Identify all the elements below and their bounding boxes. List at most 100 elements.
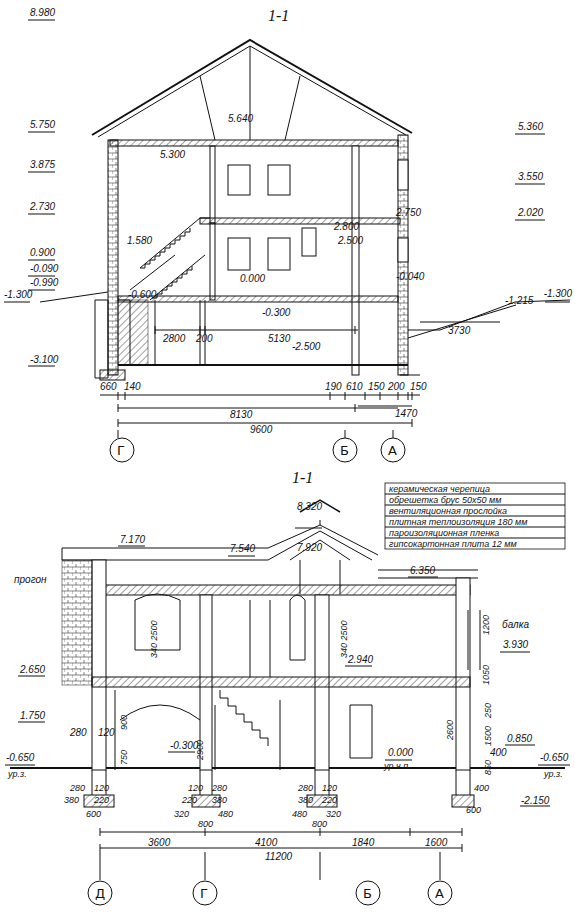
dimension: 150 xyxy=(368,382,385,392)
dimension: 120 xyxy=(98,728,115,738)
elevation-mark: 7.170 xyxy=(120,535,145,545)
dimension: 3600 xyxy=(148,838,170,848)
note-text: плитная теплоизоляция 180 мм xyxy=(389,518,527,527)
dimension: 900 xyxy=(120,715,129,730)
elevation-mark: 7.540 xyxy=(230,544,255,554)
dimension: 1470 xyxy=(395,409,417,419)
axis-letter: А xyxy=(435,887,444,900)
elevation-mark: 5.750 xyxy=(30,120,55,130)
dimension: 190 xyxy=(325,382,342,392)
elevation-mark: 2.750 xyxy=(396,208,421,218)
elevation-mark: -0.300 xyxy=(262,308,290,318)
elevation-mark: 5.300 xyxy=(160,150,185,160)
elevation-mark: -0.990 xyxy=(30,278,58,288)
dimension: 600 xyxy=(86,810,101,819)
dimension: 1200 xyxy=(482,615,491,635)
dimension: 120 xyxy=(188,784,203,793)
elevation-mark: 2.940 xyxy=(348,655,373,665)
note-text: вентиляционная прослойка xyxy=(389,507,507,516)
note-text: гипсокартонная плита 12 мм xyxy=(389,540,517,549)
dimension: 200 xyxy=(388,382,405,392)
dimension: 850 xyxy=(484,760,493,775)
note-text: прогон xyxy=(14,575,47,585)
dimension: 1600 xyxy=(425,838,447,848)
dimension: 200 xyxy=(196,334,213,344)
dimension: 800 xyxy=(198,820,213,829)
dimension: 8130 xyxy=(230,410,252,420)
dimension: 1050 xyxy=(482,665,491,685)
elevation-mark: -1.215 xyxy=(505,296,533,306)
dimension: 120 xyxy=(322,784,337,793)
dimension: 400 xyxy=(474,784,489,793)
dimension: 220 xyxy=(94,796,109,805)
elevation-mark: 3.930 xyxy=(503,640,528,650)
elevation-mark: -0.300 xyxy=(170,741,198,751)
dimension: 800 xyxy=(312,820,327,829)
dimension: 660 xyxy=(100,382,117,392)
elevation-mark: 2.650 xyxy=(20,665,45,675)
dimension: 2600 xyxy=(446,720,455,740)
dimension: 750 xyxy=(120,750,129,765)
elevation-mark: 1.750 xyxy=(20,711,45,721)
dimension: 3730 xyxy=(448,326,470,336)
dimension: 250 xyxy=(484,703,493,718)
dimension: 11200 xyxy=(265,852,292,862)
dimension: 280 xyxy=(212,784,227,793)
elevation-mark: 0.000 xyxy=(388,748,413,758)
dimension: 280 xyxy=(298,784,313,793)
dimension: 1-1 xyxy=(268,8,289,24)
elevation-mark: 7.920 xyxy=(297,543,322,553)
elevation-mark: 2.730 xyxy=(30,202,55,212)
dimension: 5130 xyxy=(268,334,290,344)
note-text: ур.з. xyxy=(544,770,563,779)
note-text: обрешетка брус 50х50 мм xyxy=(389,496,501,505)
elevation-mark: -1.300 xyxy=(544,289,572,299)
elevation-mark: 1.580 xyxy=(127,236,152,246)
axis-letter: Д xyxy=(95,887,105,900)
elevation-mark: -0.600 xyxy=(128,290,156,300)
dimension: 380 xyxy=(64,796,79,805)
elevation-mark: 2.500 xyxy=(338,236,363,246)
elevation-mark: -0.650 xyxy=(6,753,34,763)
elevation-mark: -3.100 xyxy=(30,355,58,365)
dimension: 1-1 xyxy=(292,470,313,486)
elevation-mark: -2.150 xyxy=(521,796,549,806)
dimension: 2800 xyxy=(163,334,185,344)
elevation-mark: 6.350 xyxy=(410,566,435,576)
elevation-mark: 0.900 xyxy=(30,248,55,258)
elevation-mark: -2.500 xyxy=(292,342,320,352)
elevation-mark: -0.090 xyxy=(30,264,58,274)
dimension: 400 xyxy=(490,748,507,758)
dimension: 150 xyxy=(410,382,427,392)
elevation-mark: 2.800 xyxy=(334,222,359,232)
note-text: балка xyxy=(502,620,529,630)
elevation-mark: 5.640 xyxy=(228,114,253,124)
dimension: 320 xyxy=(174,810,189,819)
dimension: 1500 xyxy=(484,726,493,746)
elevation-mark: -0.040 xyxy=(396,272,424,282)
axis-letter: Г xyxy=(117,444,125,457)
elevation-mark: 5.360 xyxy=(518,122,543,132)
dimension: 1840 xyxy=(352,838,374,848)
note-text: ур.ч.п. xyxy=(384,762,411,771)
axis-letter: А xyxy=(388,444,397,457)
elevation-mark: 8.980 xyxy=(30,8,55,18)
dimension: 340 2500 xyxy=(340,620,349,658)
dimension: 480 xyxy=(292,810,307,819)
dimension: 320 xyxy=(326,810,341,819)
dimension: 280 xyxy=(70,728,87,738)
dimension: 610 xyxy=(346,382,363,392)
dimension: 380 xyxy=(298,796,313,805)
dimension: 220 xyxy=(182,796,197,805)
note-text: керамическая черепица xyxy=(389,485,490,494)
dimension: 220 xyxy=(322,796,337,805)
elevation-mark: -1.300 xyxy=(4,290,32,300)
elevation-mark: 0.000 xyxy=(240,274,265,284)
dimension: 600 xyxy=(466,806,481,815)
dimension: 340 2500 xyxy=(150,620,159,658)
elevation-mark: 2.020 xyxy=(518,208,543,218)
elevation-mark: 8.320 xyxy=(297,502,322,512)
note-text: ур.з. xyxy=(8,770,27,779)
